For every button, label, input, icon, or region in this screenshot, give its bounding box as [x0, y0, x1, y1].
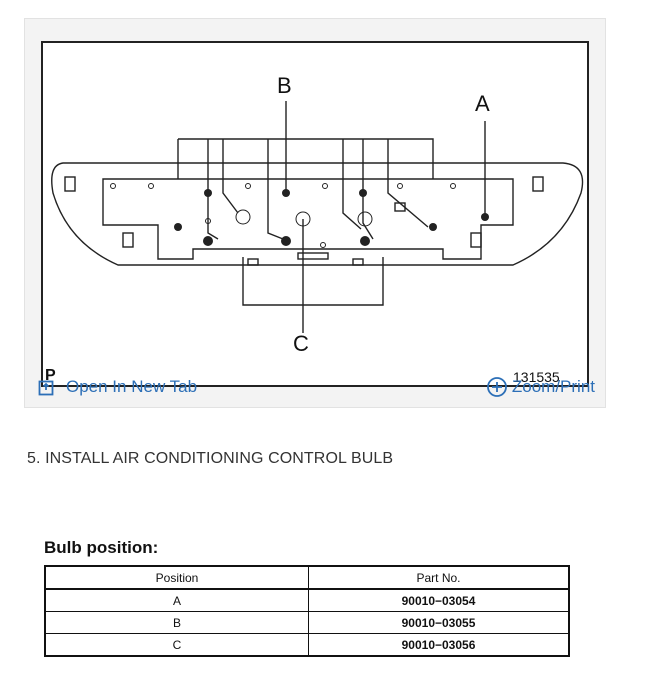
position-cell: B [44, 611, 309, 634]
table-header-row: Position Part No. [44, 565, 570, 590]
part-no-cell: 90010−03055 [308, 611, 570, 634]
figure-actions: Open In New Tab Zoom/Print [25, 369, 605, 407]
table-row: B 90010−03055 [44, 611, 570, 634]
label-c: C [293, 331, 309, 356]
control-panel-diagram: B A C P 131535 [41, 41, 589, 387]
position-cell: A [44, 588, 309, 612]
table-row: C 90010−03056 [44, 633, 570, 657]
part-no-cell: 90010−03056 [308, 633, 570, 657]
figure-id: 131535 [513, 369, 560, 385]
table-row: A 90010−03054 [44, 588, 570, 612]
header-position: Position [44, 565, 309, 590]
figure-card: B A C P 131535 Open In New Tab Zoom/Prin… [24, 18, 606, 408]
position-cell: C [44, 633, 309, 657]
part-no-cell: 90010−03054 [308, 588, 570, 612]
plus-circle-icon [486, 377, 507, 397]
corner-letter: P [45, 367, 56, 384]
table-title: Bulb position: [44, 538, 159, 557]
external-link-icon [38, 380, 54, 396]
bulb-position-table: Position Part No. A 90010−03054 B 90010−… [44, 565, 570, 657]
open-in-new-tab-link[interactable]: Open In New Tab [38, 377, 197, 397]
diagram-drawing [51, 101, 584, 333]
zoom-print-link[interactable]: Zoom/Print [486, 376, 595, 398]
label-b: B [277, 73, 292, 98]
step-heading: 5. INSTALL AIR CONDITIONING CONTROL BULB [27, 450, 394, 467]
zoom-print-label: Zoom/Print [511, 377, 595, 396]
header-part-no: Part No. [308, 565, 570, 590]
open-in-new-tab-label: Open In New Tab [66, 377, 198, 396]
label-a: A [475, 91, 490, 116]
